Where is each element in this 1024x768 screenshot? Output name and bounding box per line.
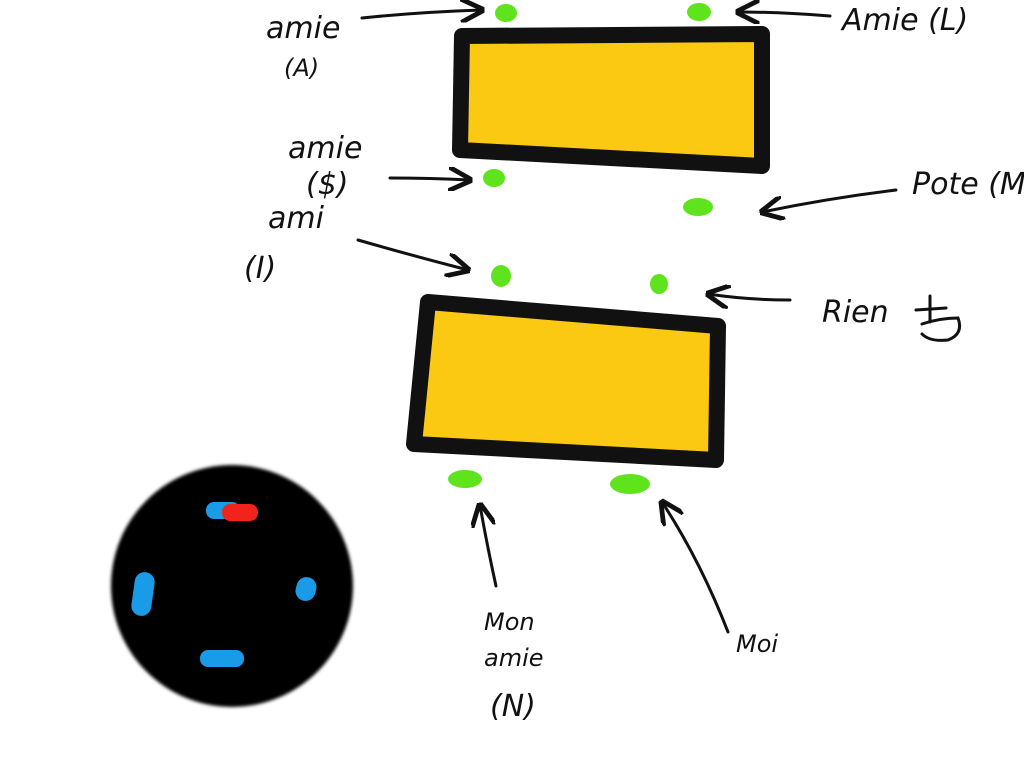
label-pote-m: Pote (M): [912, 167, 1024, 202]
round-table: [111, 465, 353, 707]
label-moi: Moi: [736, 630, 778, 658]
label-mon-amie-line1: Mon: [484, 608, 535, 636]
seat-rien: [650, 274, 668, 294]
table-top: [452, 26, 770, 174]
arrow-pote-m: [762, 188, 898, 212]
seat-amie-l: [687, 3, 711, 21]
seat-moi: [610, 474, 650, 494]
label-mon-amie-letter: (N): [490, 689, 536, 724]
label-amie-dollar-letter: ($): [306, 167, 349, 202]
label-amie-a-letter: (A): [284, 54, 319, 82]
arrow-ami-i: [356, 238, 468, 270]
arrow-mon-amie-n: [480, 505, 498, 588]
label-amie-dollar: amie: [288, 131, 362, 166]
marker-right-blue: [295, 577, 317, 601]
label-amie-l: Amie (L): [840, 3, 968, 38]
seat-mon-amie-n: [448, 470, 482, 488]
arrow-rien: [708, 294, 792, 300]
skull-doodle-icon: [914, 294, 962, 342]
marker-left-blue: [131, 572, 155, 616]
seat-pote-m: [683, 198, 713, 216]
label-amie-a: amie: [266, 11, 340, 46]
arrow-amie-a: [360, 10, 482, 18]
label-ami-i: ami: [268, 201, 325, 236]
seat-amie-a: [495, 4, 517, 22]
seat-ami-i: [491, 265, 511, 287]
seat-amie-dollar: [483, 169, 505, 187]
table-bottom: [406, 294, 726, 468]
arrow-amie-l: [738, 12, 832, 16]
label-mon-amie-line2: amie: [484, 644, 544, 672]
marker-top-red: [222, 504, 258, 521]
label-rien: Rien: [822, 295, 889, 330]
marker-bottom-blue: [200, 650, 244, 667]
label-ami-i-letter: (I): [244, 251, 276, 286]
arrow-moi: [662, 502, 730, 634]
arrow-amie-dollar: [388, 178, 470, 180]
